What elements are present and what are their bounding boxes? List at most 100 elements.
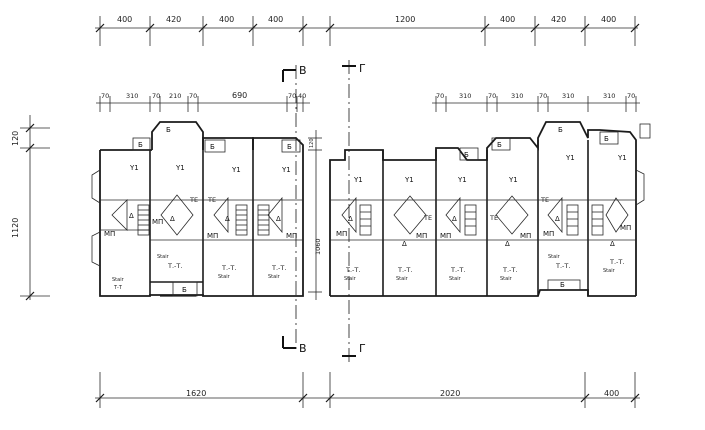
room-y1-r5: Y1 <box>565 154 575 162</box>
room-stair-r5: Δ <box>555 215 560 223</box>
room-y1-l3: Y1 <box>231 166 241 174</box>
room-y1-r4: Y1 <box>508 176 518 184</box>
section-mark-v-top: В <box>299 64 307 77</box>
room-te-r4: ТЕ <box>489 214 498 222</box>
section-mark-g-bottom: Г <box>359 342 366 355</box>
room-mp-l3: МП <box>207 232 218 240</box>
room-y1-r3: Y1 <box>457 176 467 184</box>
dim-center-1060: 1060 <box>314 238 322 255</box>
room-mp-r2: МП <box>416 232 427 240</box>
note-l4-sub: Stair <box>268 274 281 280</box>
note-r4: Т.-Т. <box>502 266 517 274</box>
room-stair-r2: Δ <box>402 240 407 248</box>
dim-center-120: 120 <box>309 138 315 148</box>
section-mark-g-top: Г <box>359 62 366 75</box>
room-b-l3: Б <box>210 143 215 151</box>
room-b-l-bottom: Б <box>182 286 187 294</box>
note-l3-sub: Stair <box>218 274 231 280</box>
dim-detail-r-4: 310 <box>511 92 523 100</box>
dim-detail-r-3: 70 <box>488 92 496 100</box>
room-y1-l2: Y1 <box>175 164 185 172</box>
room-te-l3: ТЕ <box>207 196 216 204</box>
room-mp-r4: МП <box>520 232 531 240</box>
dim-detail-l-4: 210 <box>169 92 181 100</box>
dim-bottom-1620: 1620 <box>186 389 206 398</box>
room-stair-r4: Δ <box>505 240 510 248</box>
note-r5-top: Stair <box>548 254 561 260</box>
room-b-r4: Б <box>497 141 502 149</box>
note-l3: Т.-Т. <box>221 264 236 272</box>
room-te-r2: ТЕ <box>423 214 432 222</box>
note-r3-sub: Stair <box>449 276 462 282</box>
left-vertical-dimension <box>20 115 50 301</box>
dim-bottom-400: 400 <box>604 389 619 398</box>
dim-top-4: 400 <box>268 15 283 24</box>
room-mp-l4: МП <box>286 232 297 240</box>
note-l1-bottom: Т-Т <box>113 285 123 291</box>
room-stair-r6: Δ <box>610 240 615 248</box>
room-y1-r2: Y1 <box>404 176 414 184</box>
room-b-r6: Б <box>604 135 609 143</box>
dim-top-2: 420 <box>166 15 181 24</box>
section-mark-v-bottom: В <box>299 342 307 355</box>
top-detail-dimension-left <box>96 96 310 112</box>
section-line-g <box>342 60 356 362</box>
room-b-l1: Б <box>138 141 143 149</box>
room-b-l4: Б <box>287 143 292 151</box>
note-r4-sub: Stair <box>500 276 513 282</box>
note-r6-sub: Stair <box>603 268 616 274</box>
note-l2-top: Stair <box>157 254 170 260</box>
dim-top-8: 400 <box>601 15 616 24</box>
dim-left-120: 120 <box>11 131 20 146</box>
top-overall-dimension-line <box>95 16 640 46</box>
dim-detail-r-5: 70 <box>539 92 547 100</box>
room-b-r5-bottom: Б <box>560 281 565 289</box>
note-l1-top: Stair <box>112 277 125 283</box>
section-line-v <box>282 65 297 350</box>
note-r2-sub: Stair <box>396 276 409 282</box>
bottom-dimension-line <box>95 372 640 408</box>
note-r2: Т.-Т. <box>397 266 412 274</box>
room-mp-l1: МП <box>104 230 115 238</box>
dim-bottom-2020: 2020 <box>440 389 460 398</box>
room-stair-r1: Δ <box>348 215 353 223</box>
room-y1-l4: Y1 <box>281 166 291 174</box>
center-vertical-dimension <box>308 130 322 300</box>
note-r3: Т.-Т. <box>450 266 465 274</box>
dim-detail-r-7: 310 <box>603 92 615 100</box>
room-y1-r6: Y1 <box>617 154 627 162</box>
room-stair-l1: Δ <box>129 212 134 220</box>
dim-left-1120: 1120 <box>11 218 20 238</box>
room-b-r5: Б <box>558 126 563 134</box>
room-te-r5: ТЕ <box>540 196 549 204</box>
dim-top-1: 400 <box>117 15 132 24</box>
dim-detail-r-8: 70 <box>627 92 635 100</box>
room-stair-l4: Δ <box>276 215 281 223</box>
note-r6: Т.-Т. <box>609 258 624 266</box>
dim-detail-l-2: 310 <box>126 92 138 100</box>
room-mp-r6: МП <box>620 224 631 232</box>
note-r1: Т.-Т. <box>345 266 360 274</box>
right-building-block <box>329 121 651 297</box>
room-stair-l3: Δ <box>225 215 230 223</box>
note-l2: Т.-Т. <box>167 262 182 270</box>
note-r1-sub: Stair <box>344 276 357 282</box>
top-detail-dimension-right <box>432 96 640 112</box>
room-mp-r5: МП <box>543 230 554 238</box>
note-r5: Т.-Т. <box>555 262 570 270</box>
room-mp-r1: МП <box>336 230 347 238</box>
dim-detail-l-3: 70 <box>152 92 160 100</box>
dim-detail-r-1: 70 <box>436 92 444 100</box>
room-y1-l1: Y1 <box>129 164 139 172</box>
room-y1-r1: Y1 <box>353 176 363 184</box>
dim-detail-l-5: 70 <box>189 92 197 100</box>
dim-top-7: 420 <box>551 15 566 24</box>
dim-detail-l-1: 70 <box>101 92 109 100</box>
dim-detail-l-6: 690 <box>232 91 247 100</box>
room-mp-l2: МП <box>152 218 163 226</box>
dim-top-3: 400 <box>219 15 234 24</box>
room-stair-l2: Δ <box>170 215 175 223</box>
room-mp-r3: МП <box>440 232 451 240</box>
room-b-l-top: Б <box>166 126 171 134</box>
